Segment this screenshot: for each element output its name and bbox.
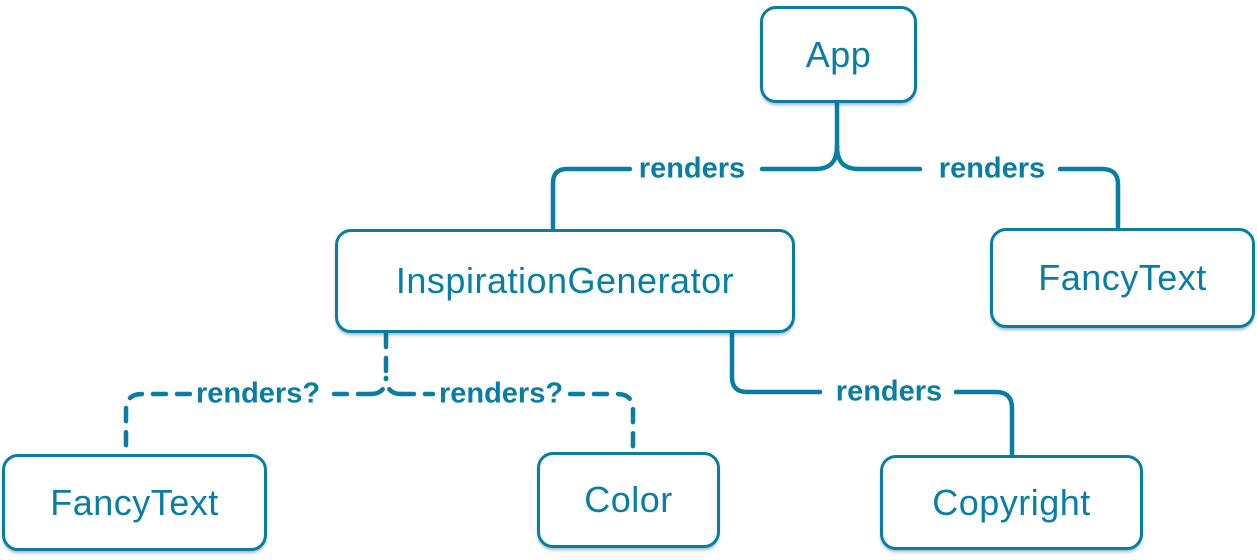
edge-label-ig-renders-copyright: renders [835, 375, 943, 408]
node-inspiration-generator: InspirationGenerator [335, 229, 795, 333]
node-color: Color [537, 452, 720, 548]
edge-app-fancy-drop [1057, 166, 1121, 230]
edge-ig-copyright-segment [729, 330, 823, 395]
edge-label-ig-renders-fancy-text: renders? [195, 377, 321, 410]
edge-label-app-renders-inspiration-generator: renders [638, 152, 746, 185]
edge-ig-copyright-drop [953, 389, 1015, 457]
edge-ig-fancy-drop-dashed [123, 391, 193, 456]
node-app: App [760, 6, 917, 103]
node-fancy-text-top-label: FancyText [1038, 257, 1207, 298]
edge-label-app-renders-fancy-text: renders [938, 152, 1046, 185]
edge-app-ig-drop [550, 166, 633, 231]
node-color-label: Color [584, 479, 673, 520]
node-inspiration-generator-label: InspirationGenerator [395, 260, 735, 301]
node-fancy-text-bottom: FancyText [2, 454, 267, 551]
node-copyright-label: Copyright [932, 481, 1091, 523]
edge-ig-flare-right-dashed [383, 375, 404, 397]
edge-app-flare-right [834, 143, 862, 172]
node-copyright: Copyright [880, 455, 1143, 550]
node-app-label: App [805, 33, 872, 75]
edge-ig-color-drop-dashed [567, 391, 636, 454]
edge-label-ig-renders-color: renders? [438, 377, 564, 410]
edge-ig-flare-left-dashed [368, 375, 389, 397]
edge-app-flare-left [812, 143, 840, 172]
node-fancy-text-bottom-label: FancyText [50, 481, 219, 523]
node-fancy-text-top: FancyText [990, 228, 1255, 328]
